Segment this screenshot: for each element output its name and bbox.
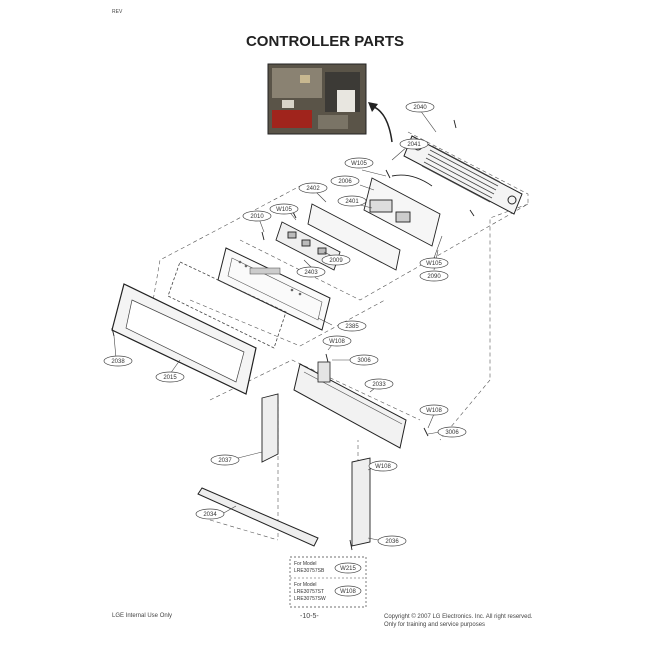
- callout-2034: 2034: [203, 512, 217, 518]
- pointer-arrow: [371, 105, 393, 143]
- callout-2403: 2403: [304, 270, 318, 276]
- part-front-trim: [111, 283, 257, 395]
- callout-2401: 2401: [345, 199, 359, 205]
- callout-w105-c: W105: [426, 261, 442, 267]
- model2-line1: For Model: [294, 582, 317, 588]
- part-pcb-bracket: [307, 174, 441, 271]
- callout-2010: 2010: [250, 214, 264, 220]
- callout-w108-a: W108: [329, 339, 345, 345]
- callout-2015: 2015: [163, 375, 177, 381]
- model2-line2: LRE30757ST: [294, 589, 324, 595]
- callout-w108-c: W108: [375, 464, 391, 470]
- footer-copyright: Copyright © 2007 LG Electronics. Inc. Al…: [384, 613, 533, 629]
- model1-code: W215: [340, 566, 356, 572]
- footer-internal-use: LGE Internal Use Only: [112, 613, 173, 619]
- callout-3006-a: 3006: [357, 358, 371, 364]
- model1-line1: For Model: [294, 561, 317, 567]
- model1-line2: LRE30757SB: [294, 568, 325, 574]
- callout-w105-a: W105: [351, 161, 367, 167]
- callout-2040: 2040: [413, 105, 427, 111]
- page-title: CONTROLLER PARTS: [245, 33, 405, 50]
- callout-2038: 2038: [111, 359, 125, 365]
- callout-2033: 2033: [372, 382, 386, 388]
- model2-line3: LRE30757SW: [294, 596, 326, 602]
- callout-w108-b: W108: [426, 408, 442, 414]
- copyright-text: Copyright © 2007 LG Electronics. Inc. Al…: [384, 614, 533, 620]
- callout-2041: 2041: [407, 142, 421, 148]
- part-control-panel: [217, 247, 331, 331]
- page-number: -10-5-: [300, 613, 319, 620]
- model2-code: W108: [340, 589, 356, 595]
- callout-2090: 2090: [427, 274, 441, 280]
- callout-labels: 2040 2041 W105 2006 2402 2401 W105 2010 …: [103, 101, 467, 547]
- callout-3006-b: 3006: [445, 430, 459, 436]
- callout-2036: 2036: [385, 539, 399, 545]
- callout-2385: 2385: [345, 324, 359, 330]
- controller-photo: [267, 63, 367, 135]
- part-side-brackets: [261, 393, 371, 547]
- part-bottom-strip: [197, 487, 319, 547]
- callout-2402: 2402: [306, 186, 320, 192]
- model-variant-box: For Model LRE30757SB W215 For Model LRE3…: [289, 556, 367, 608]
- screws: [111, 119, 475, 551]
- callout-w105-b: W105: [276, 207, 292, 213]
- part-support-beam: [293, 361, 407, 449]
- callout-2006: 2006: [338, 179, 352, 185]
- callout-2009: 2009: [329, 258, 343, 264]
- part-glass-panel: [167, 261, 287, 349]
- corner-mark: REV: [112, 9, 123, 15]
- callout-2037: 2037: [218, 458, 232, 464]
- training-text: Only for training and service purposes: [384, 622, 486, 628]
